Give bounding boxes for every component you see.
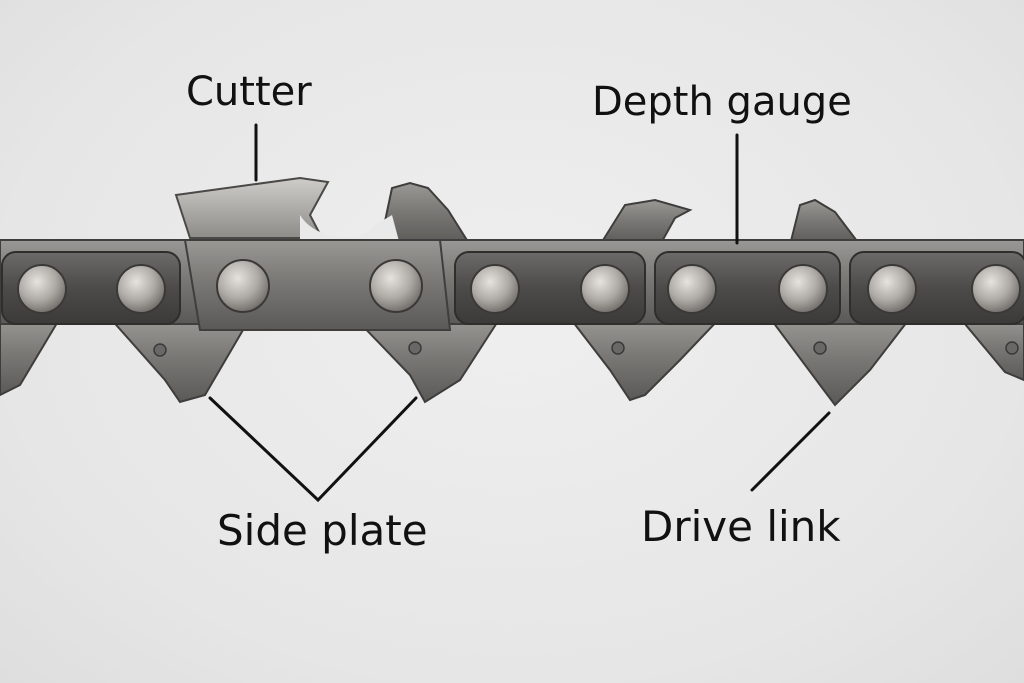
depth-gauge-humps bbox=[378, 181, 863, 246]
cutter-label: Cutter bbox=[186, 69, 312, 115]
depth-gauge-label: Depth gauge bbox=[592, 79, 852, 125]
drive-link-tangs bbox=[0, 317, 1024, 407]
leader-lines bbox=[208, 123, 831, 503]
drive-link-label: Drive link bbox=[641, 502, 841, 551]
cutter-top-plate bbox=[174, 176, 400, 245]
side-plate-leader-line bbox=[208, 396, 418, 503]
rivets bbox=[17, 259, 1021, 314]
side-plate-label: Side plate bbox=[217, 506, 428, 555]
tang-holes bbox=[153, 341, 1019, 357]
drive-link-leader-line bbox=[750, 411, 831, 492]
